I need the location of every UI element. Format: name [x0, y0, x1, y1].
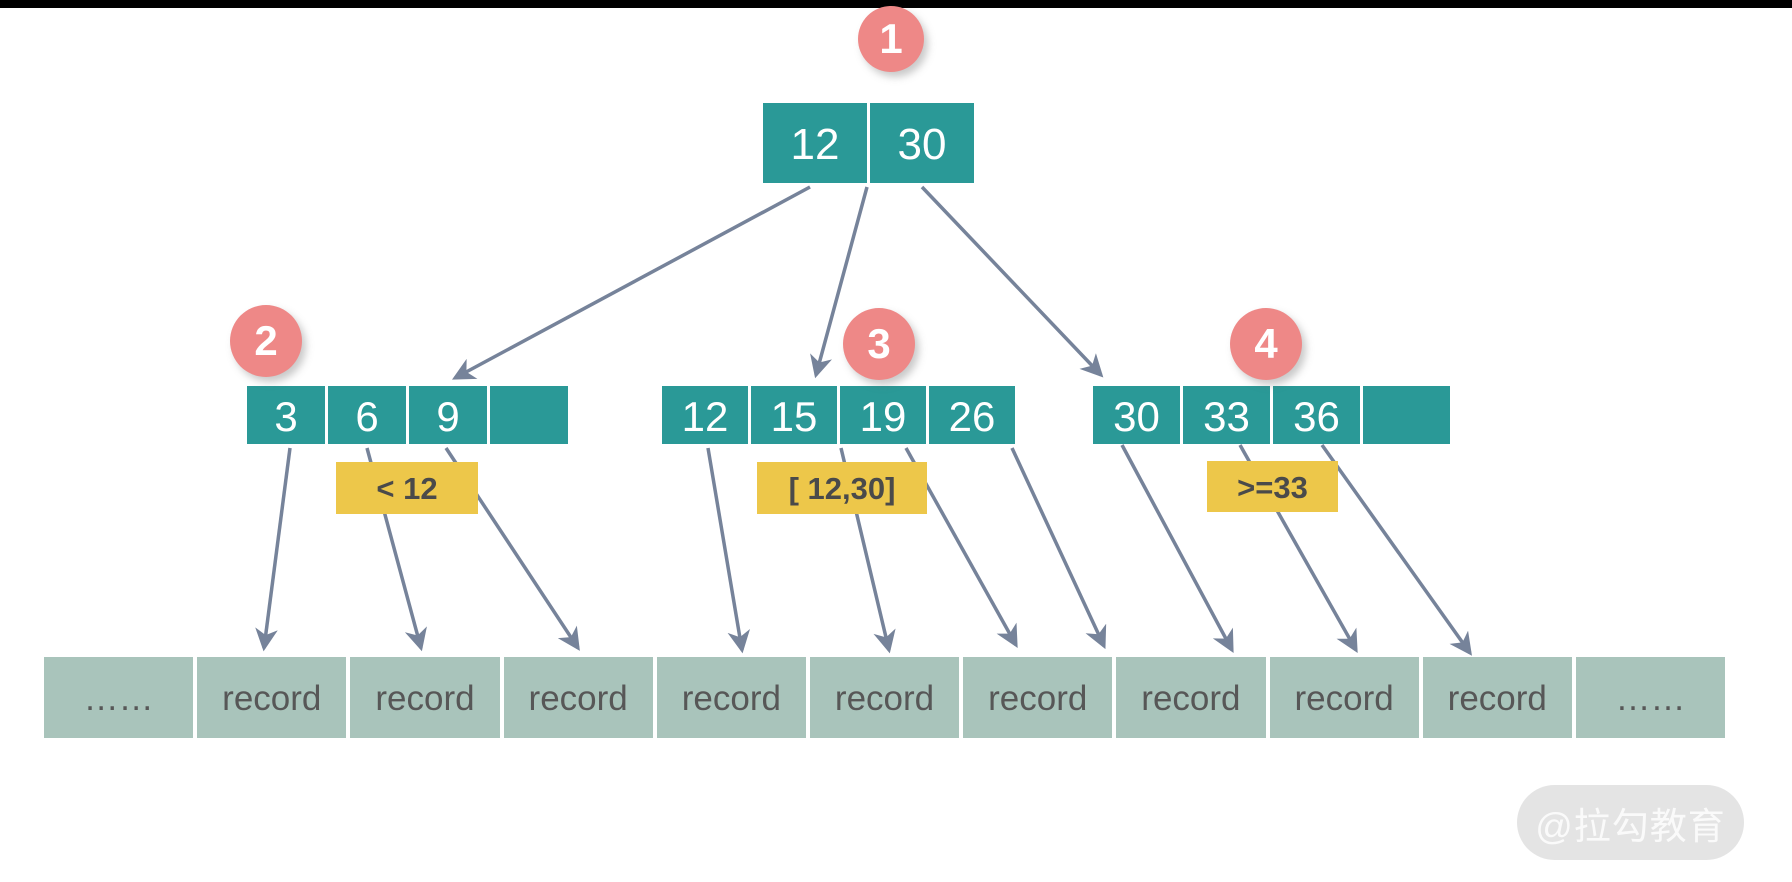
- range-label-ge33: >=33: [1207, 461, 1338, 512]
- key-cell: 3: [247, 386, 325, 444]
- key-cell: 30: [1093, 386, 1180, 444]
- record-cell: record: [197, 657, 347, 738]
- record-cell-ellipsis: ……: [1575, 657, 1726, 738]
- range-label-lt12: < 12: [336, 462, 478, 514]
- record-cell: record: [503, 657, 653, 738]
- top-black-bar: [0, 0, 1792, 8]
- step-badge-3: 3: [843, 308, 915, 380]
- arrow-key3-to-record: [255, 447, 292, 652]
- record-cell: record: [809, 657, 960, 738]
- key-cell-empty: [1363, 386, 1450, 444]
- arrow-key36-to-record: [1320, 443, 1472, 656]
- record-cell: record: [1422, 657, 1572, 738]
- leaf-node-2: 3 6 9: [247, 386, 568, 444]
- record-cell: record: [350, 657, 500, 738]
- key-cell: 33: [1183, 386, 1270, 444]
- key-cell: 6: [328, 386, 406, 444]
- step-badge-2: 2: [230, 305, 302, 377]
- key-cell: 12: [662, 386, 748, 444]
- key-cell: 26: [929, 386, 1015, 444]
- record-row: …… record record record record record re…: [44, 657, 1726, 738]
- key-cell-empty: [490, 386, 568, 444]
- record-cell-ellipsis: ……: [44, 657, 194, 738]
- step-badge-4: 4: [1230, 308, 1302, 380]
- arrow-key12-to-record: [706, 447, 751, 654]
- arrow-key30-to-record: [1120, 444, 1234, 654]
- key-cell: 15: [751, 386, 837, 444]
- watermark-badge: @拉勾教育: [1517, 785, 1744, 860]
- leaf-node-3: 12 15 19 26: [662, 386, 1015, 444]
- step-badge-1: 1: [858, 6, 924, 72]
- key-cell: 12: [763, 103, 867, 183]
- record-cell: record: [656, 657, 806, 738]
- key-cell: 36: [1273, 386, 1360, 444]
- record-cell: record: [963, 657, 1113, 738]
- record-cell: record: [1116, 657, 1266, 738]
- key-cell: 19: [840, 386, 926, 444]
- key-cell: 30: [870, 103, 974, 183]
- range-label-12-30: [ 12,30]: [757, 462, 927, 514]
- arrow-key26-to-record: [1010, 447, 1107, 650]
- arrow-root-to-node3: [810, 186, 869, 379]
- root-node: 12 30: [763, 103, 974, 183]
- arrow-root-to-node2: [451, 185, 811, 380]
- leaf-node-4: 30 33 36: [1093, 386, 1450, 444]
- arrow-root-to-node4: [920, 185, 1104, 378]
- key-cell: 9: [409, 386, 487, 444]
- record-cell: record: [1269, 657, 1419, 738]
